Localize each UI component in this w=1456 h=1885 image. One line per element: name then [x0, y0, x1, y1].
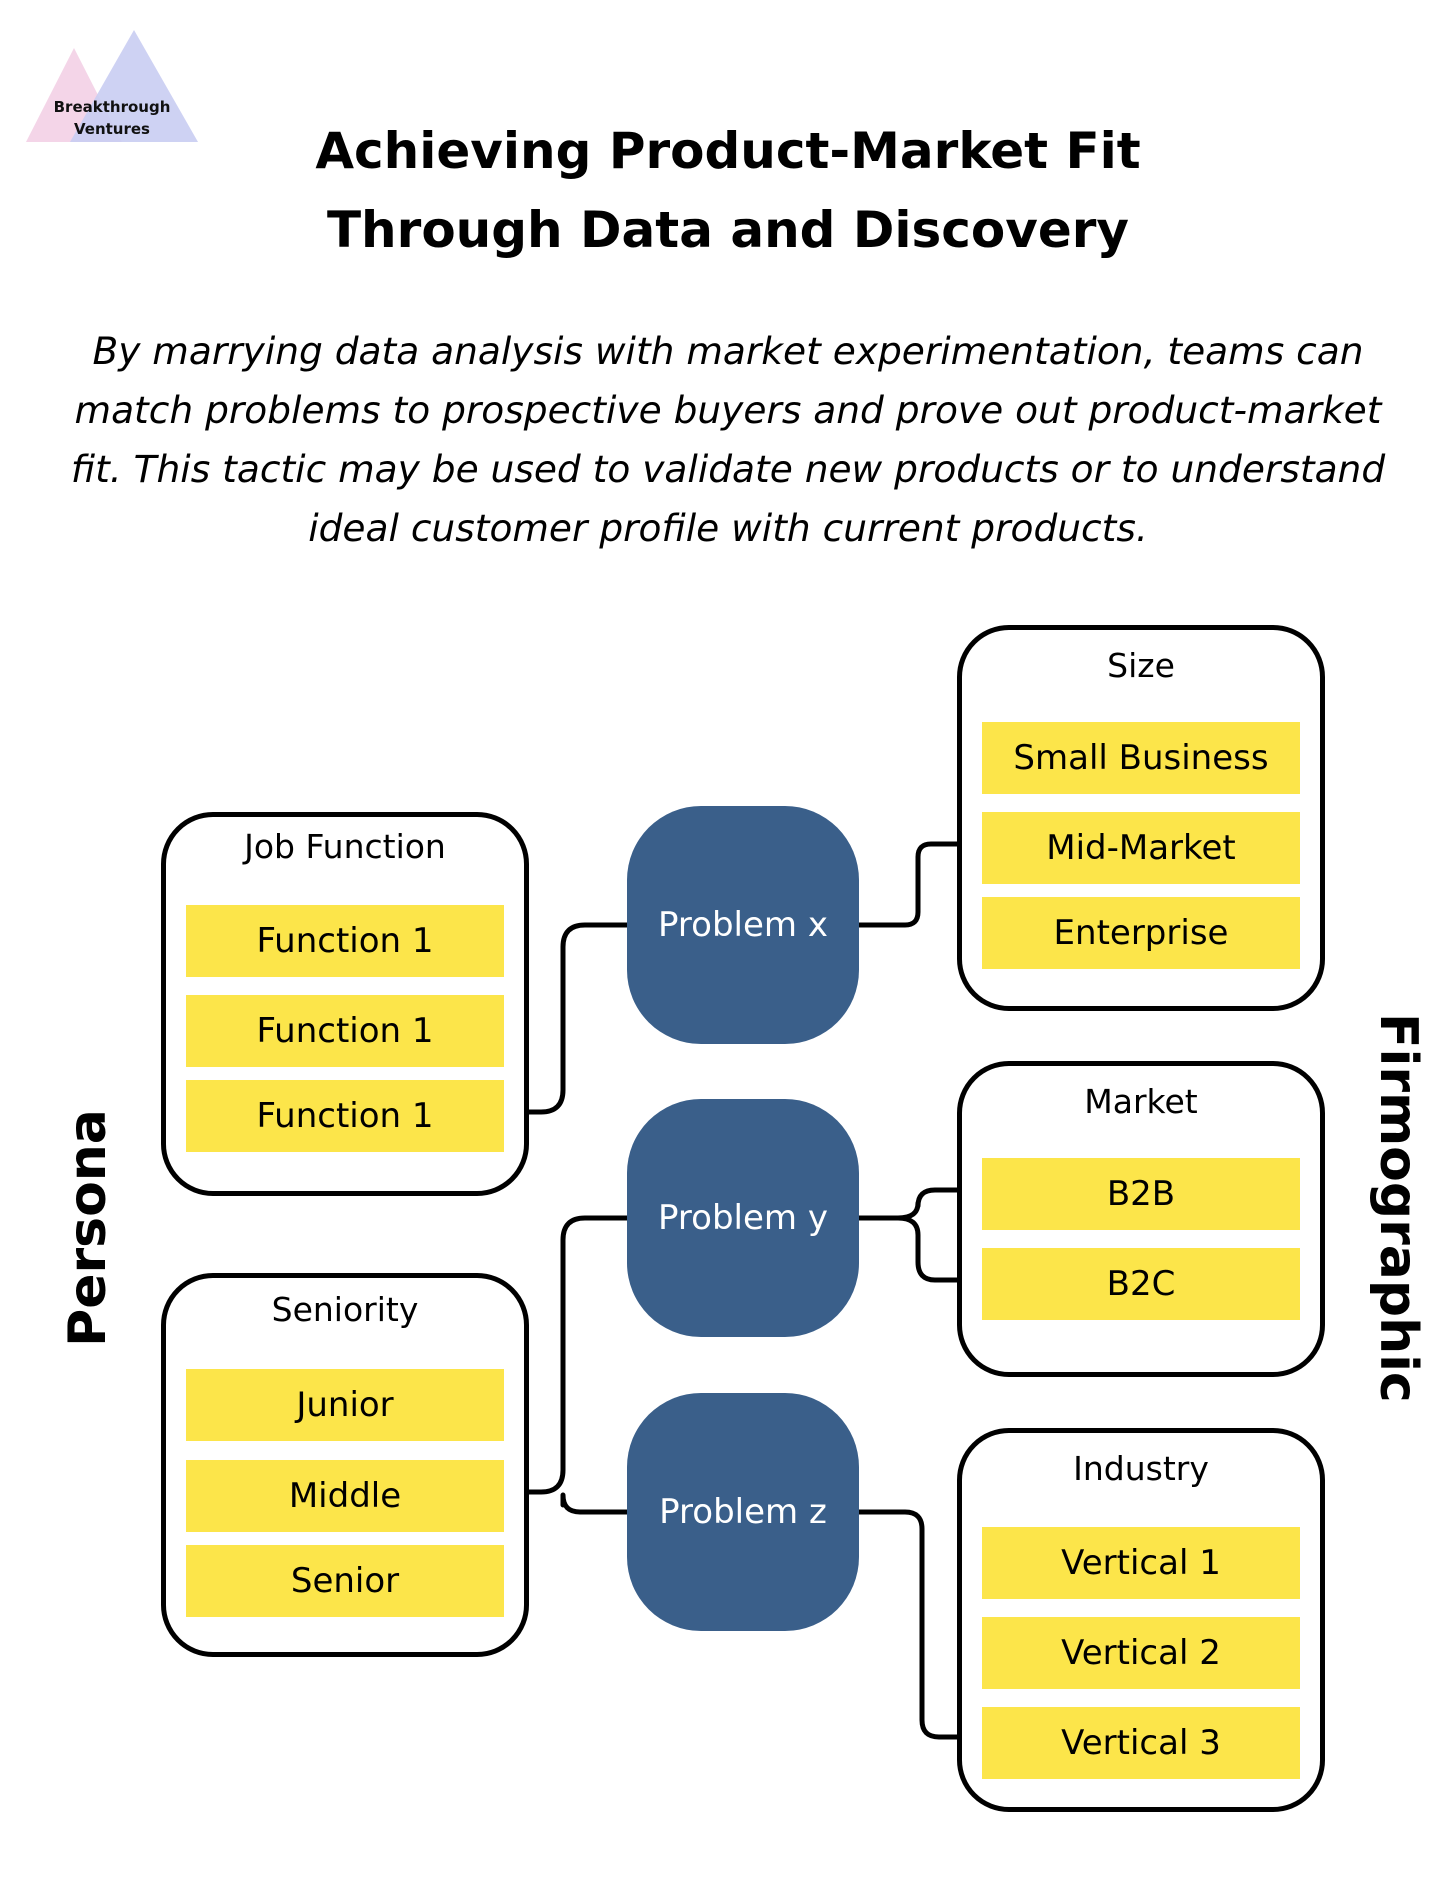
industry-title: Industry [1073, 1449, 1209, 1488]
market-title: Market [1084, 1082, 1198, 1121]
job-function-group: Job Function Function 1 Function 1 Funct… [161, 812, 529, 1196]
firmographic-label: Firmographic [1368, 1013, 1428, 1403]
industry-item-vertical-2: Vertical 2 [982, 1617, 1300, 1689]
industry-item-vertical-1: Vertical 1 [982, 1527, 1300, 1599]
connector-y-middle [503, 1215, 630, 1495]
connector-x-mid-market [855, 841, 978, 928]
persona-label: Persona [58, 1109, 118, 1347]
title-line-2: Through Data and Discovery [326, 201, 1130, 259]
intro-paragraph: By marrying data analysis with market ex… [70, 329, 1386, 550]
market-group: Market B2B B2C [957, 1061, 1325, 1377]
title-line-1: Achieving Product-Market Fit [315, 122, 1141, 180]
connector-z-vertical [855, 1509, 978, 1740]
size-title: Size [1107, 646, 1175, 685]
problem-y: Problem y [627, 1099, 859, 1337]
page-title: Achieving Product-Market Fit Through Dat… [200, 112, 1256, 270]
connector-x-function [503, 922, 630, 1115]
market-item-b2b: B2B [982, 1158, 1300, 1230]
size-item-small-business: Small Business [982, 722, 1300, 794]
logo-line-1: Breakthrough [53, 98, 171, 116]
industry-group: Industry Vertical 1 Vertical 2 Vertical … [957, 1428, 1325, 1812]
market-item-b2c: B2C [982, 1248, 1300, 1320]
size-group: Size Small Business Mid-Market Enterpris… [957, 625, 1325, 1011]
connector-y-b2b [895, 1187, 978, 1221]
logo-line-2: Ventures [74, 120, 150, 138]
connector-z-middle [560, 1492, 630, 1515]
job-function-item-3: Function 1 [186, 1080, 504, 1152]
seniority-item-senior: Senior [186, 1545, 504, 1617]
problem-x: Problem x [627, 806, 859, 1044]
seniority-item-junior: Junior [186, 1369, 504, 1441]
industry-item-vertical-3: Vertical 3 [982, 1707, 1300, 1779]
logo-text: Breakthrough Ventures [26, 96, 198, 140]
job-function-item-2: Function 1 [186, 995, 504, 1067]
seniority-group: Seniority Junior Middle Senior [161, 1273, 529, 1657]
seniority-title: Seniority [271, 1290, 419, 1329]
size-item-enterprise: Enterprise [982, 897, 1300, 969]
job-function-item-1: Function 1 [186, 905, 504, 977]
job-function-title: Job Function [244, 827, 446, 866]
connector-y-b2c [895, 1215, 978, 1283]
problem-z: Problem z [627, 1393, 859, 1631]
logo-triangles-icon [26, 30, 198, 142]
size-item-mid-market: Mid-Market [982, 812, 1300, 884]
seniority-item-middle: Middle [186, 1460, 504, 1532]
